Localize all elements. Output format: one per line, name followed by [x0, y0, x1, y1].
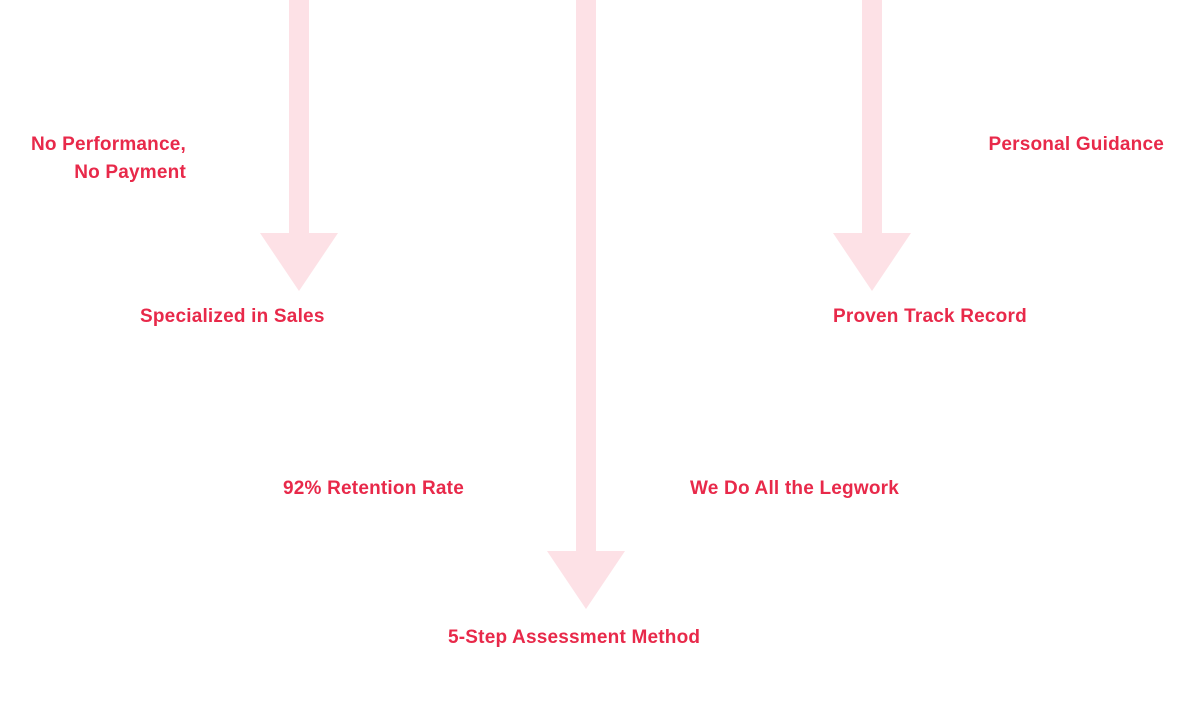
left-down-arrow	[260, 0, 338, 292]
no-performance-no-payment-label: No Performance, No Payment	[31, 131, 186, 187]
proven-track-record-label: Proven Track Record	[833, 306, 1027, 327]
right-arrow-shaft	[862, 0, 882, 234]
specialized-in-sales-label: Specialized in Sales	[140, 306, 325, 327]
no-performance-line1: No Performance,	[30, 134, 186, 155]
center-arrow-shaft	[576, 0, 596, 552]
retention-rate-label: 92% Retention Rate	[283, 478, 464, 499]
center-down-arrow	[547, 0, 625, 610]
no-performance-line2: No Payment	[74, 162, 186, 183]
right-arrow-head	[833, 233, 911, 291]
legwork-label: We Do All the Legwork	[690, 478, 899, 499]
personal-guidance-label: Personal Guidance	[988, 134, 1164, 155]
center-arrow-head	[547, 551, 625, 609]
assessment-method-label: 5-Step Assessment Method	[448, 627, 701, 648]
right-down-arrow	[833, 0, 911, 292]
left-arrow-shaft	[289, 0, 309, 234]
left-arrow-head	[260, 233, 338, 291]
